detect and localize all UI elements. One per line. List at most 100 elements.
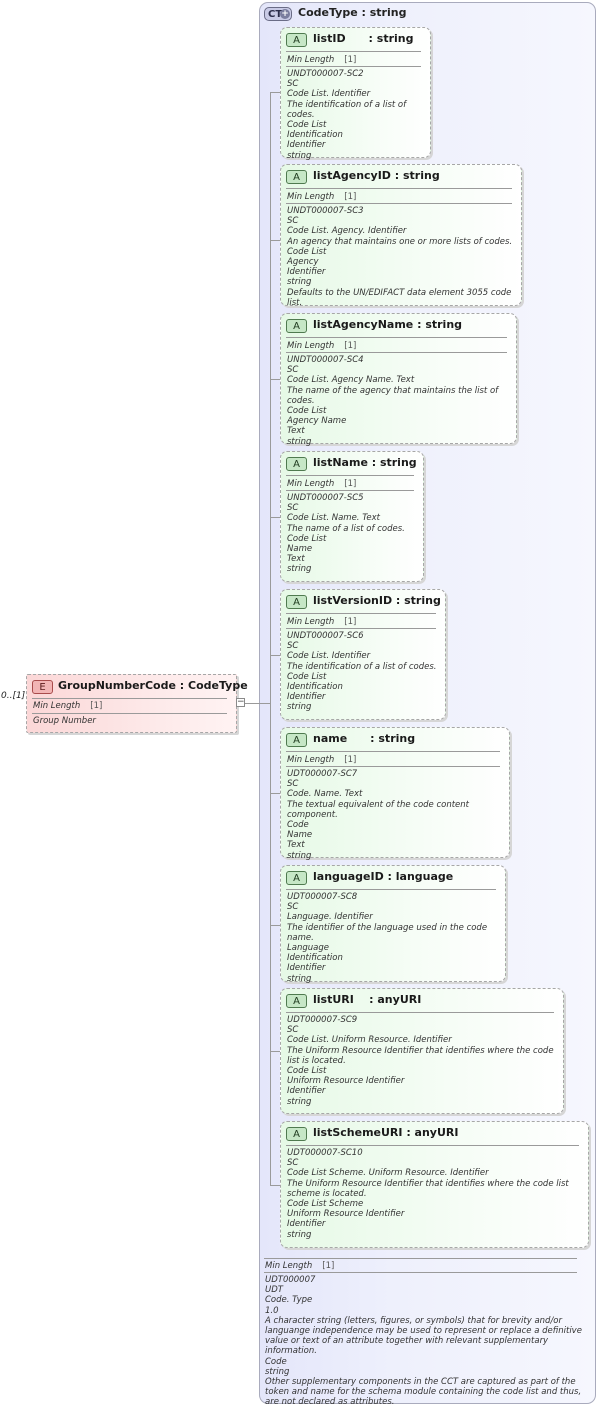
documentation-line: SC xyxy=(287,779,299,790)
documentation-line: Language. Identifier xyxy=(287,912,373,923)
documentation-line: Code List xyxy=(287,406,327,417)
documentation-line: Code List xyxy=(287,1066,327,1077)
complex-type-facet-divider xyxy=(264,1272,577,1273)
attribute-icon: A xyxy=(286,457,307,471)
attribute-title: listAgencyName : string xyxy=(313,318,463,331)
attribute-facet: Min Length[1] xyxy=(287,341,357,351)
documentation-line: The name of the agency that maintains th… xyxy=(287,385,499,406)
documentation-line: Name xyxy=(287,830,313,841)
documentation-line: UNDT000007-SC5 xyxy=(287,493,364,503)
attribute-title-divider xyxy=(286,613,436,614)
attribute-title: listName : string xyxy=(313,456,417,469)
documentation-line: Code xyxy=(265,1356,287,1367)
documentation-line: Name xyxy=(287,544,313,555)
documentation-line: Code List. Agency. Identifier xyxy=(287,226,407,237)
documentation-line: SC xyxy=(287,503,299,514)
attribute-title-divider xyxy=(286,51,421,52)
documentation-line: SC xyxy=(287,1158,299,1169)
attribute-icon: A xyxy=(286,595,307,609)
documentation-line: string xyxy=(287,1229,312,1240)
documentation-line: Agency Name xyxy=(287,416,347,427)
attribute-facet-divider xyxy=(286,628,436,629)
attribute-facet: Min Length[1] xyxy=(287,192,357,202)
attribute-icon: A xyxy=(286,733,307,747)
documentation-line: SC xyxy=(287,902,299,913)
documentation-line: Uniform Resource Identifier xyxy=(287,1209,405,1220)
documentation-line: string xyxy=(287,1096,312,1107)
complex-type-footer-divider xyxy=(264,1258,577,1259)
documentation-line: An agency that maintains one or more lis… xyxy=(287,236,513,247)
attribute-title: listVersionID : string xyxy=(313,594,441,607)
documentation-line: Code List. Identifier xyxy=(287,89,371,100)
collapse-toggle-button[interactable]: − xyxy=(236,697,245,707)
documentation-line: Code. Type xyxy=(265,1295,313,1306)
documentation-line: Text xyxy=(287,426,305,437)
documentation-line: UDT000007-SC10 xyxy=(287,1148,363,1158)
attribute-title-divider xyxy=(286,1145,579,1146)
documentation-line: SC xyxy=(287,641,299,652)
connector-attribute-line xyxy=(270,517,280,518)
documentation-line: SC xyxy=(287,216,299,227)
documentation-line: The identification of a list of codes. xyxy=(287,661,437,672)
documentation-line: Identifier xyxy=(287,1086,326,1097)
documentation-line: The Uniform Resource Identifier that ide… xyxy=(287,1178,569,1199)
documentation-line: Language xyxy=(287,943,329,954)
complex-type-facet: Min Length[1] xyxy=(265,1261,335,1271)
documentation-line: Code List xyxy=(287,120,327,131)
documentation-line: 1.0 xyxy=(265,1305,279,1316)
documentation-line: SC xyxy=(287,1025,299,1036)
documentation-line: string xyxy=(287,436,312,447)
connector-attribute-line xyxy=(270,655,280,656)
documentation-line: Code List. Identifier xyxy=(287,651,371,662)
documentation-line: Code List. Uniform Resource. Identifier xyxy=(287,1035,452,1046)
attribute-facet: Min Length[1] xyxy=(287,755,357,765)
attribute-facet-divider xyxy=(286,490,414,491)
element-group-number-code[interactable]: E GroupNumberCode : CodeType Min Length[… xyxy=(26,674,248,733)
attribute-icon: A xyxy=(286,1127,307,1141)
attribute-title-divider xyxy=(286,889,496,890)
complex-type-icon: CT+ xyxy=(264,7,292,21)
attribute-title: listAgencyID : string xyxy=(313,169,440,182)
attribute-title-divider xyxy=(286,751,500,752)
documentation-line: Code List Scheme xyxy=(287,1199,364,1210)
documentation-line: string xyxy=(265,1366,290,1377)
documentation-line: Code List Scheme. Uniform Resource. Iden… xyxy=(287,1168,489,1179)
documentation-line: Code. Name. Text xyxy=(287,789,363,800)
attribute-icon: A xyxy=(286,994,307,1008)
attribute-title-divider xyxy=(286,188,512,189)
element-title-divider xyxy=(32,698,227,699)
documentation-line: UDT000007 xyxy=(265,1275,316,1285)
connector-attribute-line xyxy=(270,1051,280,1052)
documentation-line: The Uniform Resource Identifier that ide… xyxy=(287,1045,554,1066)
attribute-title: name : string xyxy=(313,732,416,745)
documentation-line: Text xyxy=(287,554,305,565)
attribute-icon: A xyxy=(286,170,307,184)
element-title: GroupNumberCode : CodeType xyxy=(58,679,248,692)
attribute-title-divider xyxy=(286,475,414,476)
attribute-title: listID : string xyxy=(313,32,414,45)
documentation-line: UDT000007-SC8 xyxy=(287,892,358,902)
element-multiplicity: 0..[1] xyxy=(1,691,26,701)
attribute-title: listURI : anyURI xyxy=(313,993,422,1006)
attribute-facet: Min Length[1] xyxy=(287,617,357,627)
documentation-line: Code List xyxy=(287,671,327,682)
documentation-line: UNDT000007-SC6 xyxy=(287,631,364,641)
documentation-line: string xyxy=(287,277,312,288)
documentation-line: Identification xyxy=(287,682,343,693)
documentation-line: UDT000007-SC9 xyxy=(287,1015,358,1025)
connector-attribute-line xyxy=(270,379,280,380)
